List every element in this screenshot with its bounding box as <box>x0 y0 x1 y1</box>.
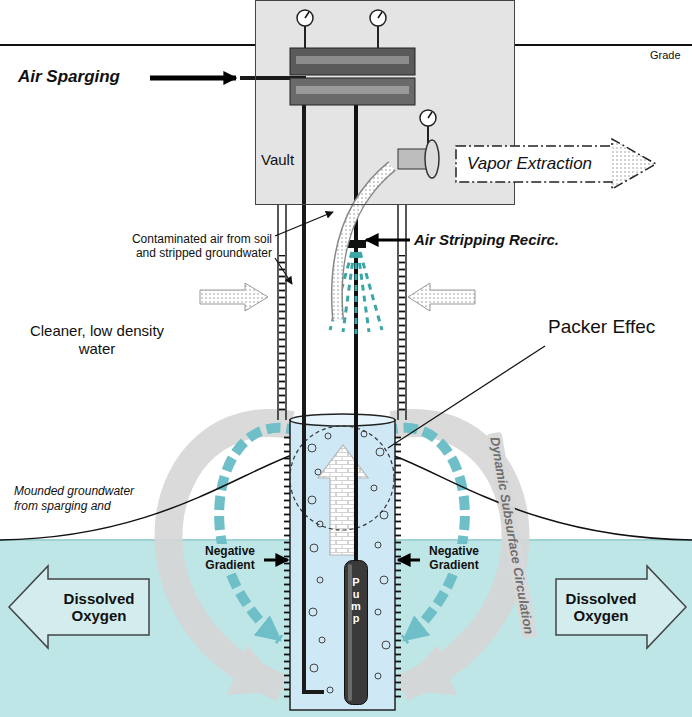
label-slot: Cleaner, low density water <box>22 322 172 358</box>
callout-label: Air Stripping Recirc. <box>414 231 559 248</box>
label-slot: Negative Gradient <box>422 544 486 573</box>
pump-casing <box>345 561 368 705</box>
pump-highlight <box>348 564 352 701</box>
label-slot: Grade <box>650 49 681 61</box>
label-slot: Contaminated air from soil and stripped … <box>116 232 272 261</box>
bubble <box>315 469 321 475</box>
recirc-arrow <box>366 239 410 242</box>
label-slot: Air Stripping Recirc. <box>414 231 559 248</box>
bubble <box>327 687 333 693</box>
gradient-arrow <box>264 559 288 562</box>
grade-line <box>0 44 692 46</box>
arrow-outline <box>9 566 149 648</box>
bubble <box>382 641 390 649</box>
bubble <box>375 673 381 679</box>
casing-screen <box>279 255 285 415</box>
spray-jet <box>355 252 358 334</box>
bubble <box>308 496 316 504</box>
gauge-stem <box>305 26 428 148</box>
bubble <box>310 664 318 672</box>
pump-riser <box>354 105 358 560</box>
gradient-label: Negative Gradient <box>198 544 262 573</box>
bubble <box>310 544 318 552</box>
vapor-flow <box>337 166 392 320</box>
callout-label: Packer Effec <box>548 316 655 338</box>
spray-jet <box>360 252 382 330</box>
label-slot: Negative Gradient <box>198 544 262 573</box>
bubble <box>375 609 381 615</box>
leader-line <box>275 212 333 236</box>
node-label: Pump <box>351 576 362 624</box>
bubble <box>376 448 384 456</box>
bubble <box>308 444 316 452</box>
ground-label: Grade <box>650 49 681 61</box>
node-label: Vapor Extraction <box>467 154 592 174</box>
callout-note: Mounded groundwater from sparging and <box>14 484 144 514</box>
vapor-extraction-arrow: Vapor Extraction <box>455 138 657 190</box>
bubble <box>309 608 317 616</box>
callout-label: Air Sparging <box>18 67 120 87</box>
label-slot: Mounded groundwater from sparging and <box>14 484 144 514</box>
arrow-body-fill <box>456 146 612 182</box>
manifold-band <box>296 86 409 94</box>
arrow-head-fill <box>612 139 656 189</box>
mound-curve <box>0 455 292 540</box>
node-label: Dissolved Oxygen <box>555 590 647 625</box>
bubble <box>317 577 323 583</box>
callout-note: Contaminated air from soil and stripped … <box>116 232 272 261</box>
leader-line <box>388 346 545 448</box>
bubble <box>325 433 331 439</box>
gradient-label: Negative Gradient <box>422 544 486 573</box>
arrow-outline <box>556 566 686 648</box>
bubble <box>375 542 381 548</box>
groundwater-band <box>0 540 692 717</box>
arrow-outline-stroke <box>456 139 656 189</box>
well-screen <box>395 432 401 702</box>
bubble <box>371 485 377 491</box>
manifold-band <box>296 56 409 64</box>
mound-curve <box>392 455 692 540</box>
casing-screen <box>399 255 405 415</box>
dissolved-oxygen-arrow: Dissolved Oxygen <box>555 565 687 649</box>
upflow-arrow <box>318 445 368 555</box>
node-label: Dissolved Oxygen <box>53 590 145 625</box>
gradient-arrow <box>398 559 420 562</box>
dissolved-oxygen-arrow: Dissolved Oxygen <box>8 565 150 649</box>
leader-line <box>275 258 292 284</box>
sparging-pipe <box>240 78 324 692</box>
manifold <box>290 48 415 75</box>
gauge-needle <box>305 12 432 118</box>
label-slot: Packer Effec <box>548 316 655 338</box>
bubble <box>380 576 388 584</box>
manifold <box>290 78 415 105</box>
vapor-flow-outline <box>337 166 392 320</box>
label-slot: Air Sparging <box>18 67 120 87</box>
inflow-arrow <box>200 283 268 311</box>
bubble <box>319 637 325 643</box>
air-sparging-arrow <box>150 76 236 81</box>
well-screen <box>284 432 290 702</box>
vapor-pipe-end <box>425 140 439 178</box>
pump-body: Pump <box>344 560 368 705</box>
inflow-arrow <box>408 283 475 311</box>
callout-note: Cleaner, low density water <box>22 322 172 358</box>
